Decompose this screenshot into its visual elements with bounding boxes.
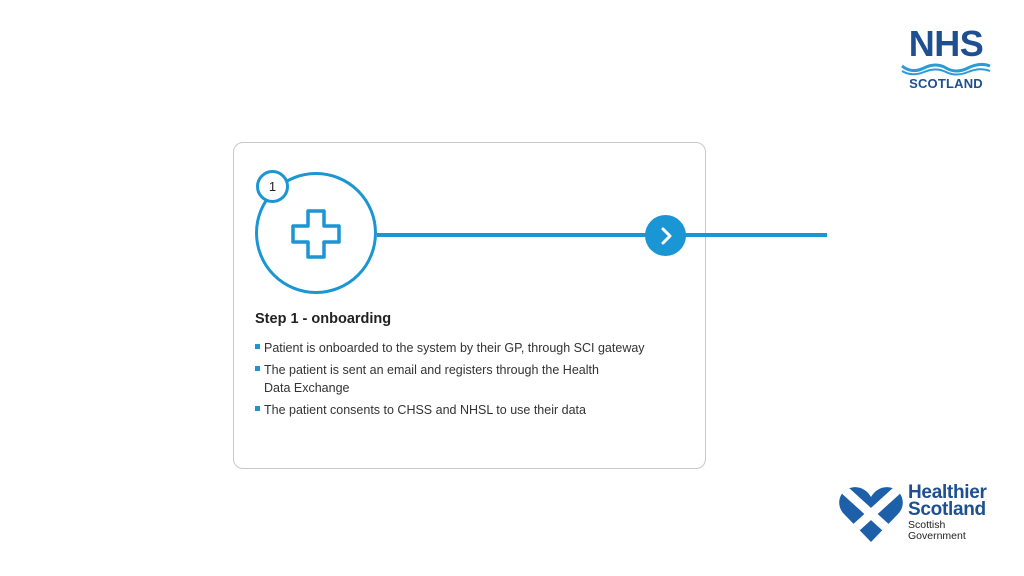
nhs-scotland-logo: NHS SCOTLAND [898,26,994,94]
list-item: Patient is onboarded to the system by th… [255,339,685,357]
list-item: The patient is sent an email and registe… [255,361,624,397]
scottish-text: Scottish [908,519,946,531]
step-title: Step 1 - onboarding [255,311,392,327]
step-number-badge: 1 [256,170,289,203]
bullet-text: The patient consents to CHSS and NHSL to… [264,403,586,417]
healthier-scotland-text: Healthier Scotland Scottish Government [908,482,987,542]
timeline-connector [377,233,827,237]
list-item: The patient consents to CHSS and NHSL to… [255,401,685,419]
next-step-button[interactable] [645,215,686,256]
scotland-text: Scotland [908,499,986,520]
nhs-scotland-text: SCOTLAND [909,76,983,91]
bullet-marker [255,406,260,411]
step-bullet-list: Patient is onboarded to the system by th… [255,339,685,423]
government-text: Government [908,530,966,542]
bullet-marker [255,344,260,349]
saltire-heart-icon [839,487,903,542]
medical-cross-icon [291,209,341,259]
chevron-right-icon [661,227,671,244]
bullet-text: The patient is sent an email and registe… [264,363,599,395]
bullet-text: Patient is onboarded to the system by th… [264,341,645,355]
nhs-wordmark: NHS [908,23,984,64]
bullet-marker [255,366,260,371]
healthier-scotland-logo: Healthier Scotland Scottish Government [838,482,998,544]
healthier-text: Healthier [908,482,987,503]
nhs-wave-icon [901,62,991,76]
